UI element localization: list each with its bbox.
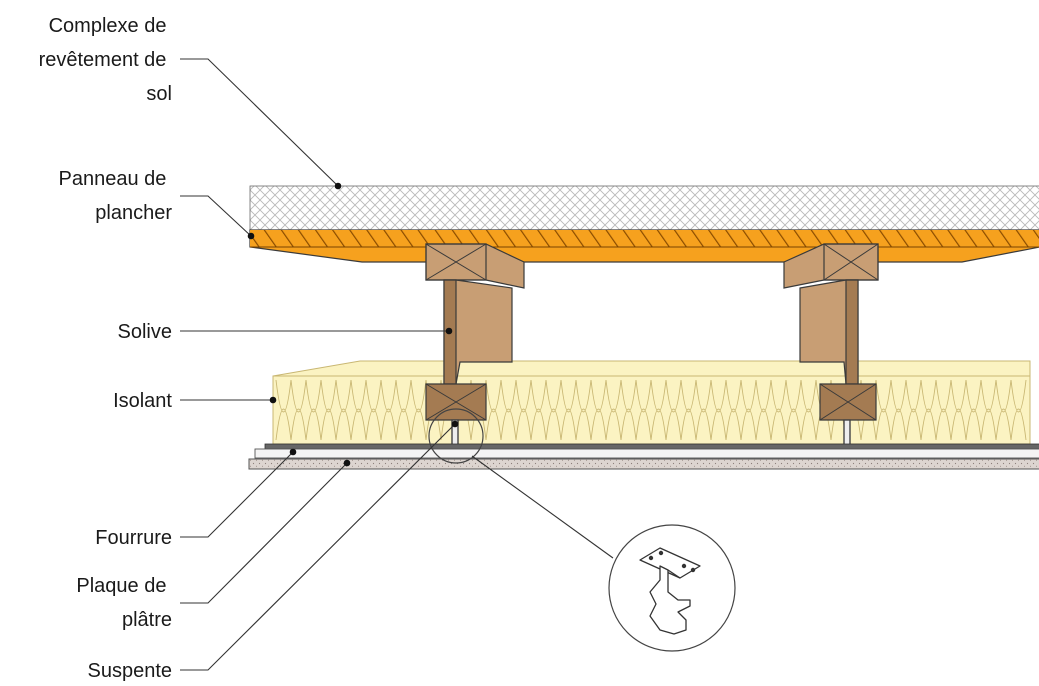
label-hanger: Suspente <box>87 660 172 682</box>
ceiling-hanger-icon <box>639 547 701 635</box>
furring-channel <box>264 443 1039 450</box>
wood-cross-section-icon <box>819 243 879 421</box>
wood-cross-section-icon <box>425 243 487 421</box>
floor-panel-hatch-band <box>250 230 1039 247</box>
furring-strip <box>254 448 1039 459</box>
joist-right <box>783 243 879 421</box>
floor-covering-layer <box>249 185 1039 231</box>
joist-right-web-front <box>845 279 859 385</box>
hanger-detail-bubble <box>608 524 736 652</box>
label-insulation: Isolant <box>113 390 172 412</box>
label-plasterboard-line1: Plaque de <box>76 575 166 597</box>
joist-left <box>425 243 525 421</box>
label-floor-covering-line2: revêtement de <box>39 49 167 71</box>
detail-marker-circle <box>428 408 484 464</box>
label-floor-covering: Complexe de revêtement de sol <box>39 15 172 105</box>
label-leaders <box>180 58 459 671</box>
label-floor-panel: Panneau de plancher <box>59 168 173 224</box>
label-floor-panel-line2: plancher <box>95 202 172 224</box>
label-joist: Solive <box>118 321 172 343</box>
plasterboard <box>248 458 1039 470</box>
label-floor-covering-line3: sol <box>146 83 172 105</box>
label-furring: Fourrure <box>95 527 172 549</box>
label-plasterboard-line2: plâtre <box>122 609 172 631</box>
label-floor-covering-line1: Complexe de <box>49 15 167 37</box>
label-plasterboard: Plaque de plâtre <box>76 575 172 631</box>
insulation-back <box>272 360 1031 377</box>
label-floor-panel-line1: Panneau de <box>59 168 167 190</box>
detail-leader <box>471 455 614 559</box>
hanger-right <box>843 419 851 447</box>
